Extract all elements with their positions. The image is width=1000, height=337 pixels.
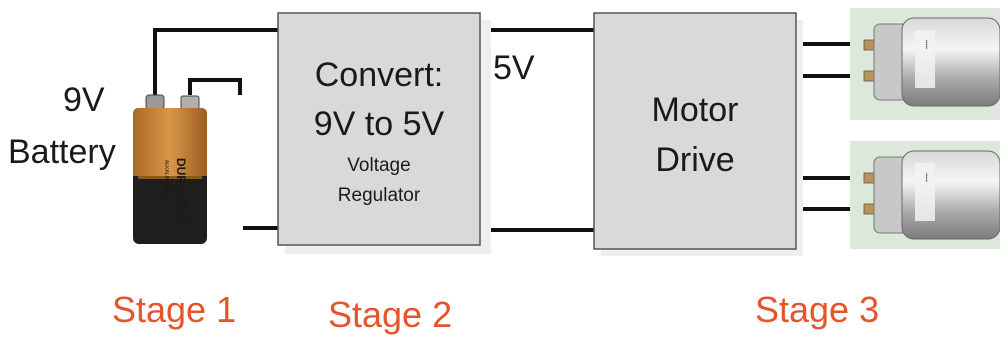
battery-brand-subtext: ALKALINE BATTERY [163, 160, 169, 209]
battery-label-line1: 9V [63, 81, 105, 119]
motor-top-icon: ▪▪▪▪▪ [850, 8, 1000, 120]
battery-icon: DURACELL ALKALINE BATTERY [103, 94, 243, 247]
stage-2-label: Stage 2 [328, 294, 452, 335]
regulator-sub-line2: Regulator [338, 185, 421, 206]
regulator-title-line2: 9V to 5V [314, 105, 445, 143]
regulator-sub-line1: Voltage [347, 155, 410, 176]
stage-3-label: Stage 3 [755, 289, 879, 330]
motor-bottom-icon: ▪▪▪▪▪ [850, 141, 1000, 249]
motor-drive-block: Motor Drive [593, 12, 803, 256]
bus-voltage-label: 5V [493, 49, 535, 87]
stage-1-label: Stage 1 [112, 289, 236, 330]
battery-negative-wire [188, 78, 280, 230]
battery-positive-wire [153, 28, 280, 102]
regulator-title-line1: Convert: [315, 56, 444, 94]
svg-text:▪▪▪▪▪: ▪▪▪▪▪ [923, 40, 929, 49]
battery-label-line2: Battery [8, 133, 116, 171]
motor-drive-line2: Drive [655, 141, 734, 179]
motor-drive-line1: Motor [652, 91, 739, 129]
wires [153, 28, 872, 232]
svg-text:▪▪▪▪▪: ▪▪▪▪▪ [923, 173, 929, 182]
battery-brand-text: DURACELL [174, 158, 188, 224]
voltage-regulator-block: Convert: 9V to 5V Voltage Regulator [277, 12, 491, 254]
